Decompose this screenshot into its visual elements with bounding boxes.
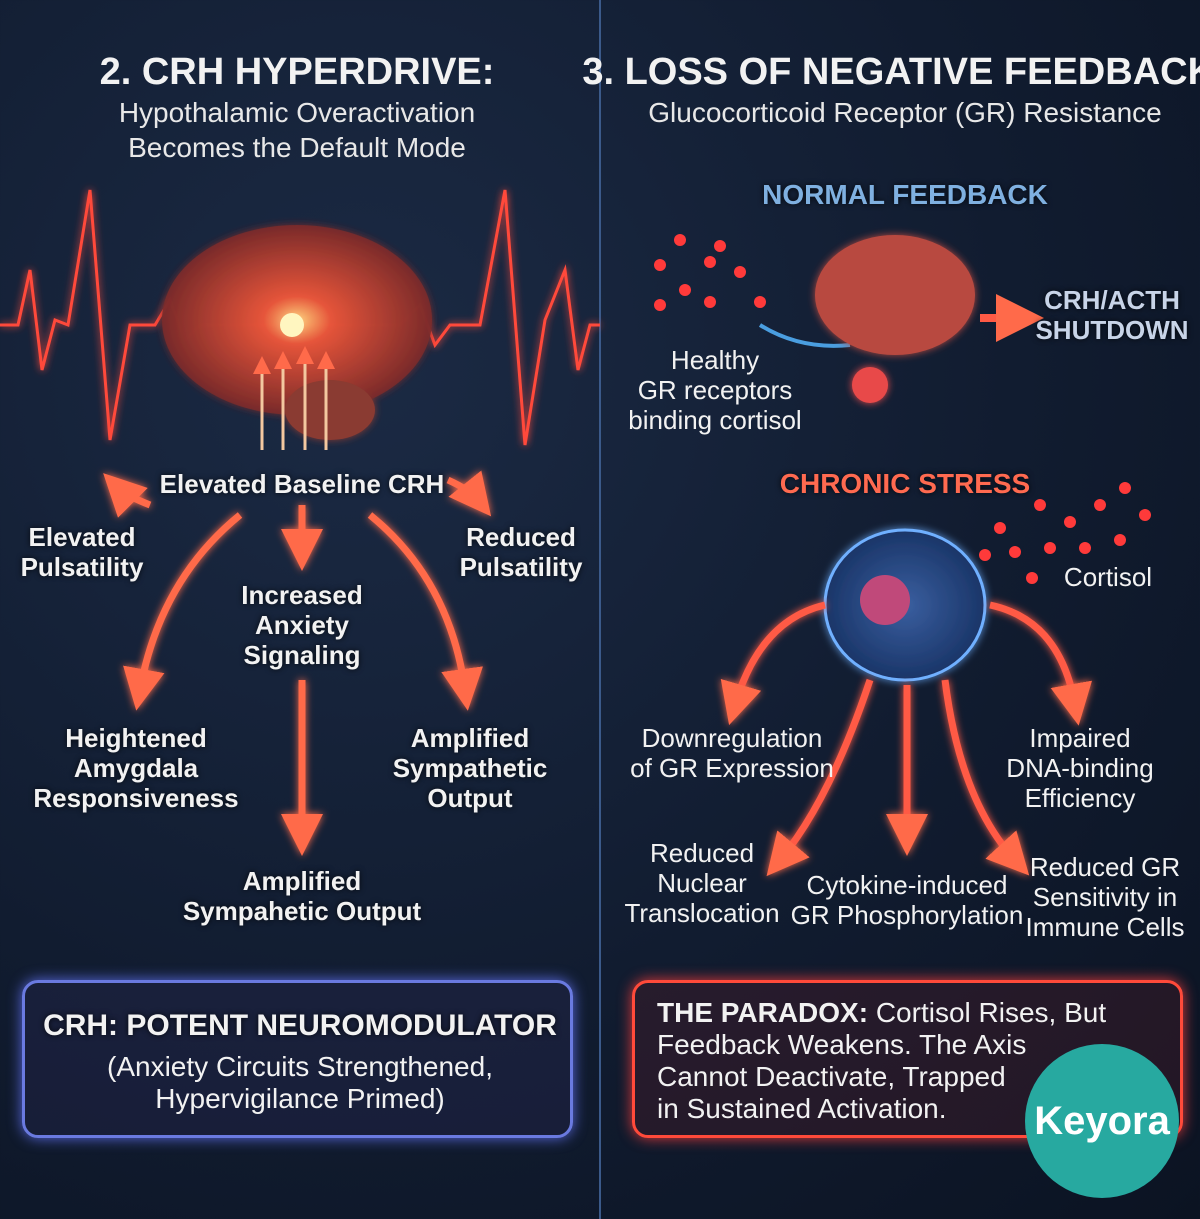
neuromodulator-title: CRH: POTENT NEUROMODULATOR [43, 1009, 557, 1042]
hypothalamus-illustration [815, 235, 975, 403]
cortisol-dots-bottom [979, 482, 1151, 584]
right-arrows [720, 601, 1093, 877]
paradox-text: THE PARADOX: Cortisol Rises, But Feedbac… [657, 997, 1107, 1124]
elevated-baseline-crh-label: Elevated Baseline CRH [159, 469, 445, 499]
neuromodulator-text: (Anxiety Circuits Strengthened,Hypervigi… [107, 1051, 493, 1114]
chronic-stress-heading: CHRONIC STRESS [779, 468, 1031, 499]
upward-arrows [253, 346, 335, 450]
left-title: 2. CRH HYPERDRIVE: [99, 51, 495, 93]
cortisol-label: Cortisol [1063, 562, 1153, 592]
right-title: 3. LOSS OF NEGATIVE FEEDBACK: [582, 51, 1200, 93]
immune-cell [823, 528, 987, 682]
brain-illustration [162, 225, 432, 440]
left-arrows [103, 470, 492, 856]
keyora-logo: Keyora [1025, 1044, 1179, 1198]
normal-feedback-heading: NORMAL FEEDBACK [762, 179, 1048, 210]
cortisol-dots-top [654, 234, 766, 311]
neuromodulator-box: CRH: POTENT NEUROMODULATOR (Anxiety Circ… [22, 980, 573, 1138]
feedback-arrow [758, 323, 851, 348]
right-subtitle: Glucocorticoid Receptor (GR) Resistance [648, 97, 1162, 128]
